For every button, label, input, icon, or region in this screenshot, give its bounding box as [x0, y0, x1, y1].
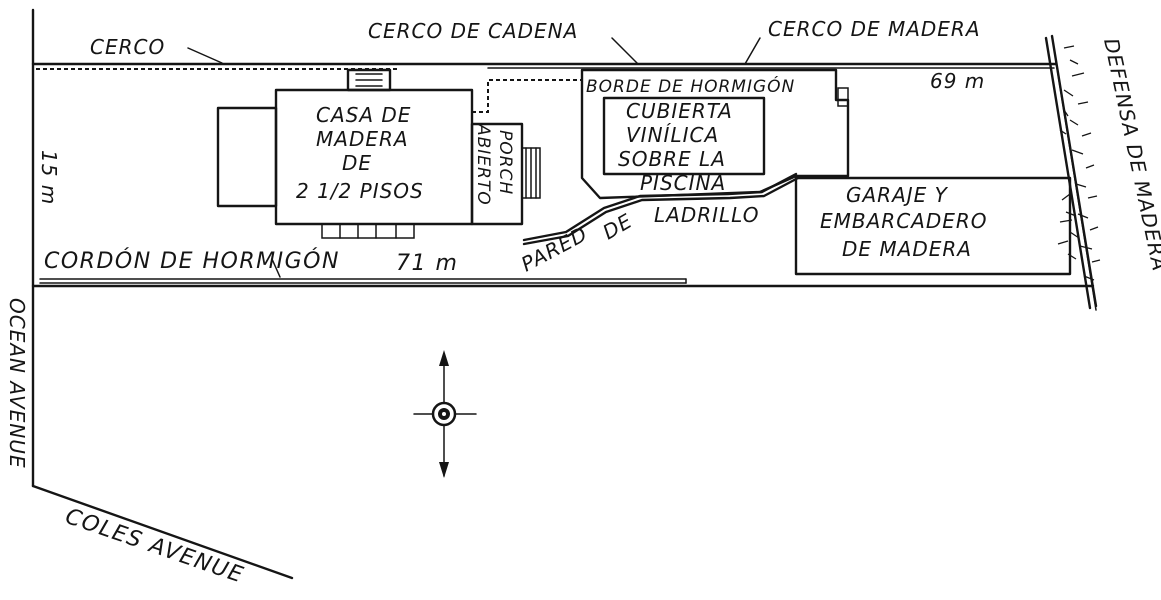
label-cordon: CORDÓN DE HORMIGÓN	[44, 248, 340, 274]
label-casa-2: MADERA	[316, 127, 409, 151]
label-cubierta-1: CUBIERTA	[626, 99, 733, 123]
label-casa-1: CASA DE	[316, 103, 411, 127]
top-fence	[31, 62, 1058, 70]
label-cubierta-2: VINÍLICA	[626, 123, 719, 147]
label-piscina: PISCINA	[640, 171, 726, 195]
cerco-cadena-leader	[611, 37, 639, 65]
cerco-leader	[187, 47, 223, 64]
label-ladrillo: LADRILLO	[654, 203, 759, 227]
cerco-madera-leader	[744, 37, 761, 65]
north-arrow-icon	[413, 350, 477, 478]
concrete-curb	[39, 258, 687, 284]
label-dim-71: 71 m	[396, 251, 458, 276]
open-porch	[470, 122, 541, 226]
pool-concrete-border	[580, 68, 850, 200]
label-dim-69: 69 m	[930, 69, 985, 93]
coles-avenue-edge	[31, 484, 294, 580]
vinyl-pool-cover	[602, 96, 766, 176]
label-cerco: CERCO	[90, 35, 165, 59]
label-abierto: ABIERTO	[473, 123, 493, 206]
label-garaje-3: DE MADERA	[842, 237, 972, 261]
label-pared: PARED	[517, 222, 592, 277]
pool-area-boundary	[472, 79, 582, 113]
brick-wall	[522, 172, 800, 246]
label-ocean-avenue: OCEAN AVENUE	[5, 298, 29, 469]
label-cerco-madera: CERCO DE MADERA	[768, 17, 981, 41]
label-coles-avenue: COLES AVENUE	[62, 504, 247, 589]
wood-bulkhead	[1044, 34, 1101, 311]
label-porch: PORCH	[495, 130, 515, 195]
label-defensa: DEFENSA DE MADERA	[1099, 36, 1161, 274]
label-dim-15: 15 m	[37, 150, 61, 205]
garage-boathouse	[794, 176, 1072, 276]
label-garaje-2: EMBARCADERO	[820, 209, 988, 233]
label-cubierta-3: SOBRE LA	[618, 147, 726, 171]
label-borde-hormigon: BORDE DE HORMIGÓN	[586, 75, 795, 97]
label-garaje-1: GARAJE Y	[846, 183, 949, 207]
label-casa-4: 2 1/2 PISOS	[296, 179, 424, 203]
label-casa-3: DE	[342, 151, 372, 175]
label-cerco-cadena: CERCO DE CADENA	[368, 19, 578, 43]
